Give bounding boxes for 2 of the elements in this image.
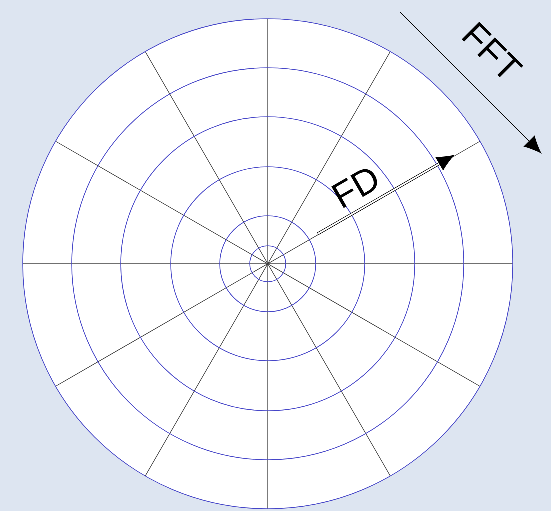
direction-label: FFT [462, 22, 524, 78]
direction-label: FD [332, 169, 378, 208]
